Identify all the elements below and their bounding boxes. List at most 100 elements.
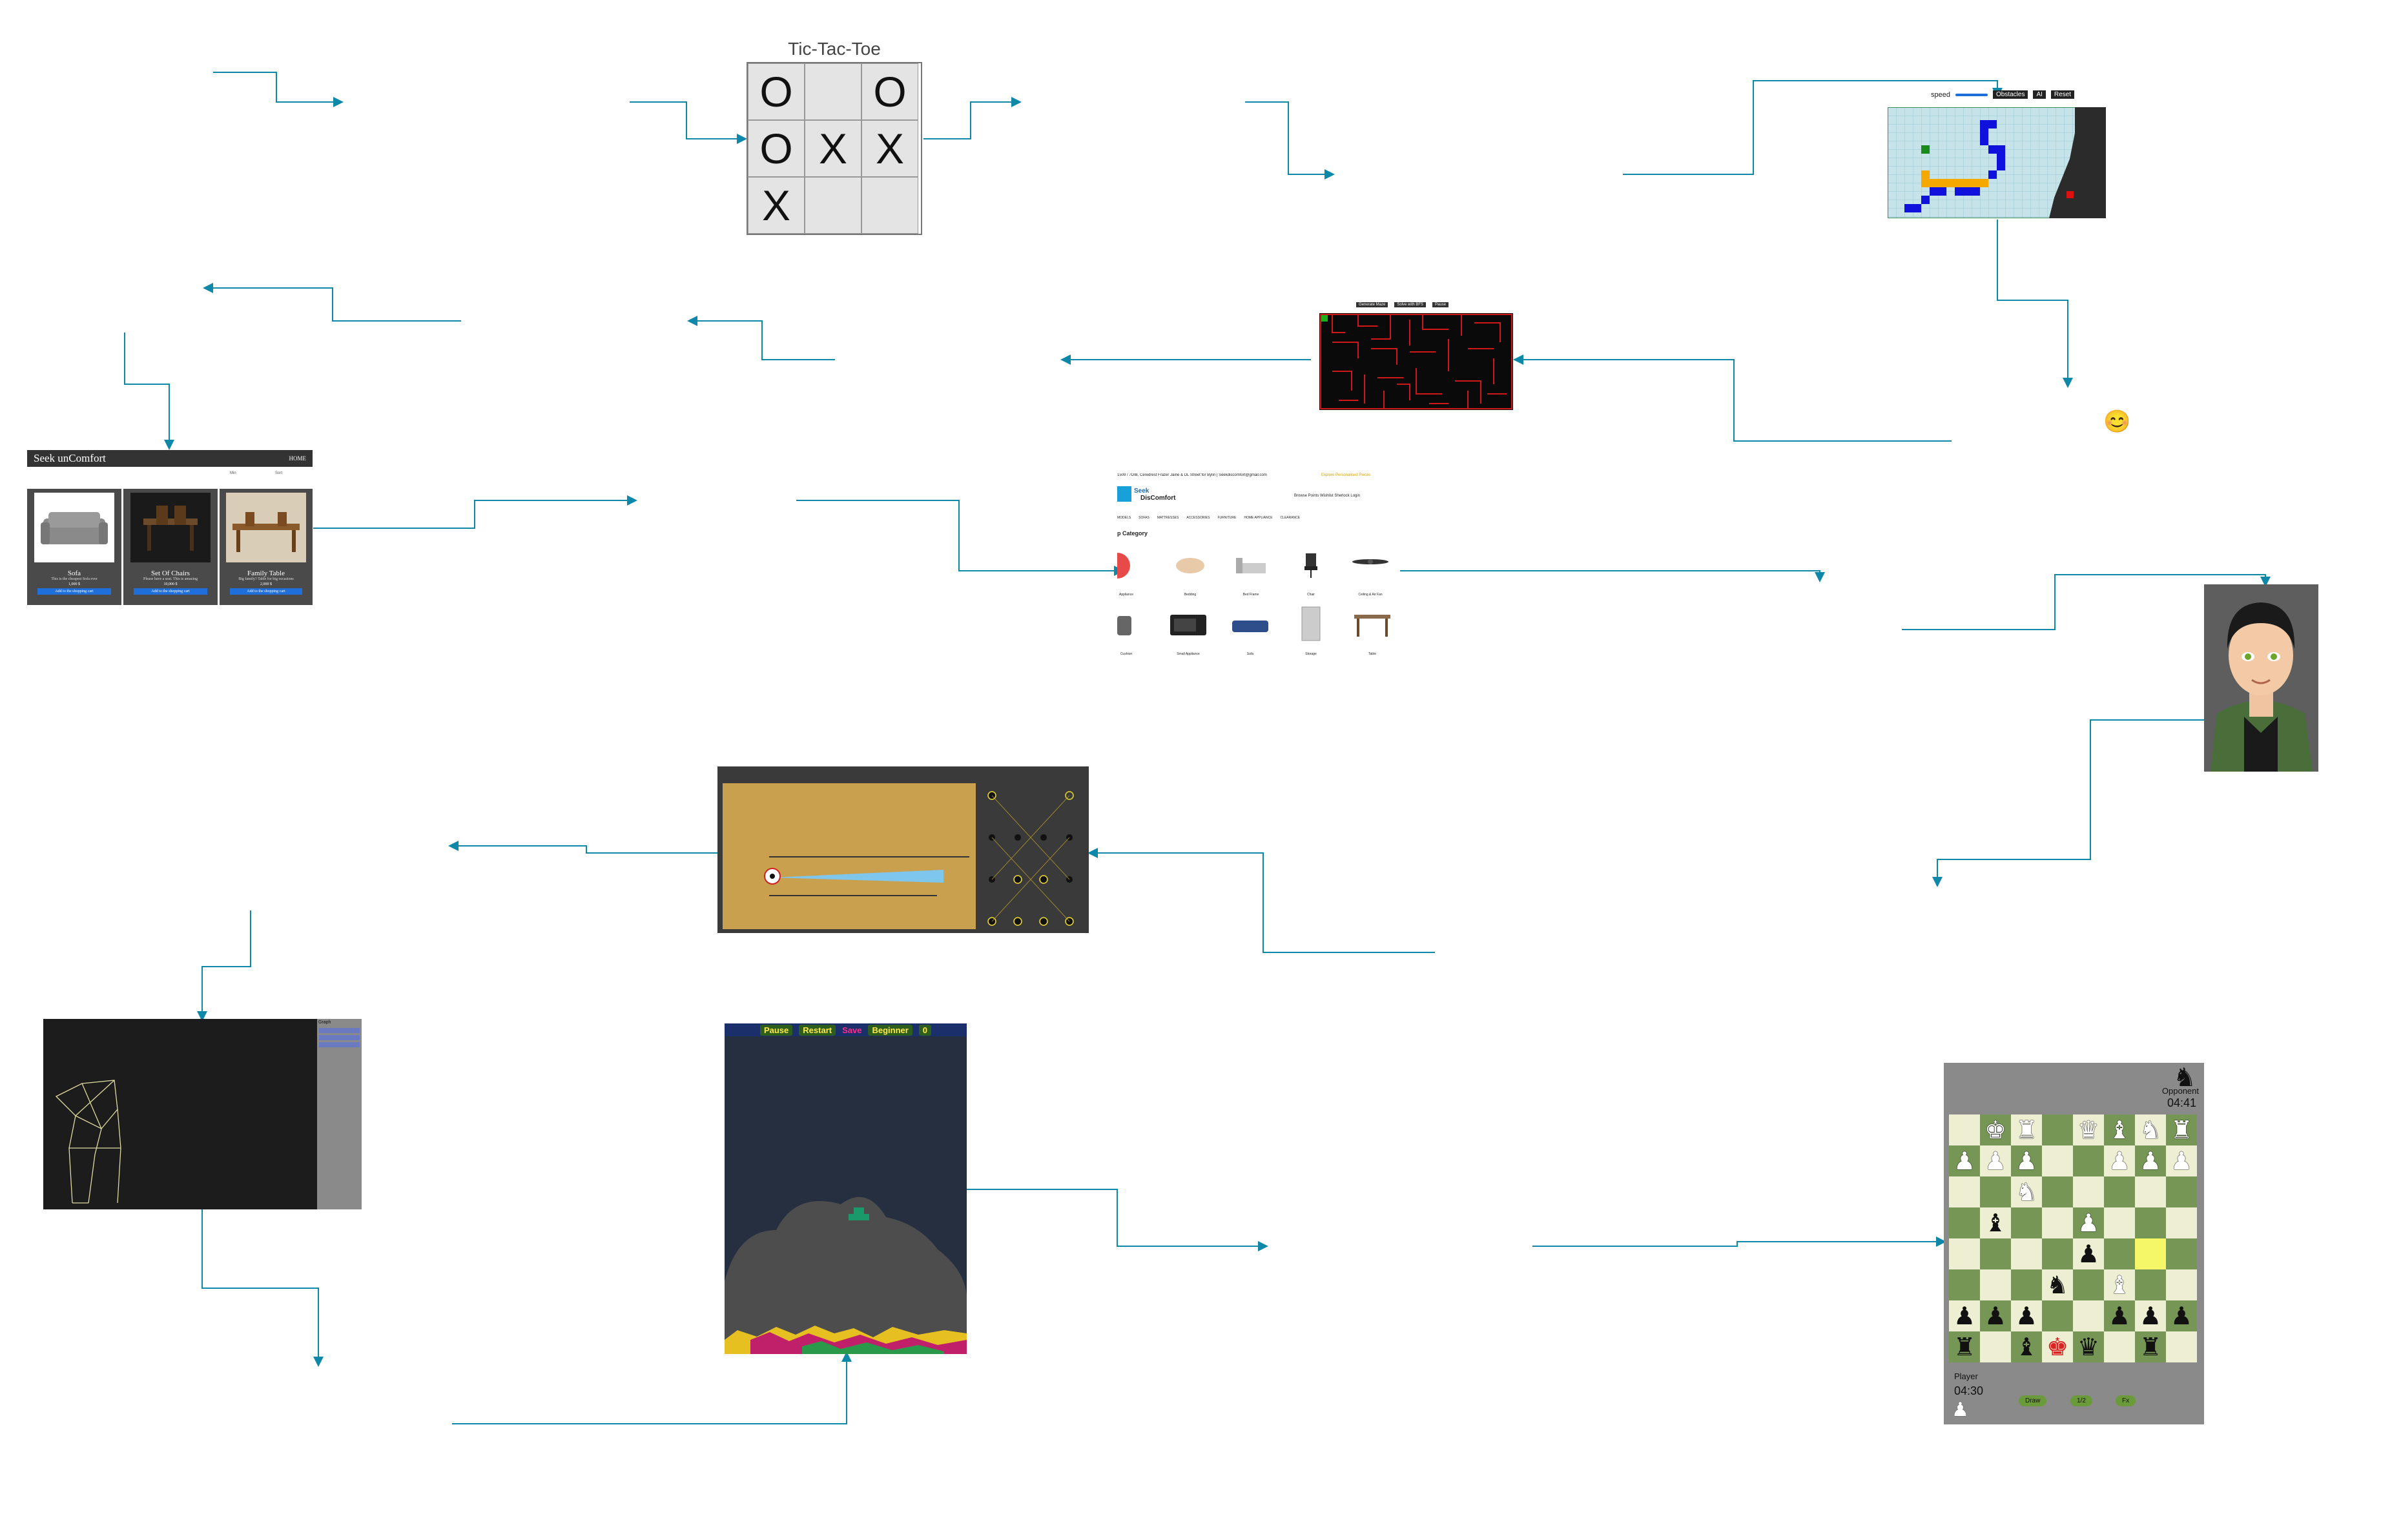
chess-square[interactable]: ♟ <box>2135 1145 2166 1176</box>
chess-piece[interactable]: ♟ <box>2015 1147 2038 1175</box>
chess-piece[interactable]: ♜ <box>2139 1333 2162 1361</box>
chess-square[interactable] <box>1949 1176 1980 1207</box>
sofa-category-icon[interactable] <box>1231 615 1270 635</box>
chess-square[interactable] <box>2166 1207 2197 1238</box>
menu-item[interactable]: MODELS <box>1117 516 1131 520</box>
pause-button[interactable]: Pause <box>1432 302 1449 307</box>
chess-piece[interactable]: ♟ <box>2139 1147 2162 1175</box>
search-label[interactable]: Min <box>230 471 236 475</box>
chess-square[interactable]: ♝ <box>1980 1207 2011 1238</box>
chess-square[interactable] <box>2104 1331 2135 1362</box>
chess-piece[interactable]: ♜ <box>2170 1116 2193 1144</box>
chess-square[interactable] <box>2166 1238 2197 1269</box>
chess-piece[interactable]: ♟ <box>1984 1302 2007 1330</box>
chess-piece[interactable]: ♟ <box>1953 1302 1976 1330</box>
chess-piece[interactable]: ♟ <box>2170 1147 2193 1175</box>
bedframe-category-icon[interactable] <box>1235 554 1267 577</box>
tictactoe-cell[interactable]: O <box>748 63 805 120</box>
chess-piece[interactable]: ♝ <box>2108 1271 2131 1299</box>
chess-square[interactable]: ♞ <box>2135 1114 2166 1145</box>
difficulty-select[interactable]: Beginner <box>868 1024 912 1036</box>
chess-square[interactable] <box>1949 1207 1980 1238</box>
chess-piece[interactable]: ♝ <box>2108 1116 2131 1144</box>
chess-piece[interactable]: ♜ <box>1953 1333 1976 1361</box>
chess-piece[interactable]: ♛ <box>2077 1116 2100 1144</box>
solve-button[interactable]: Solve with BFS <box>1394 302 1427 307</box>
tictactoe-cell[interactable]: X <box>748 177 805 234</box>
promo-link[interactable]: Explore Personalised Pieces <box>1321 473 1371 477</box>
chess-piece[interactable]: ♝ <box>1984 1209 2007 1237</box>
tetris-board[interactable] <box>725 1036 967 1354</box>
draw-button[interactable]: Draw <box>2019 1395 2047 1406</box>
chess-square[interactable] <box>2166 1331 2197 1362</box>
chess-square[interactable] <box>2135 1269 2166 1300</box>
chess-square[interactable] <box>2135 1176 2166 1207</box>
menu-item[interactable]: MATTRESSES <box>1157 516 1179 520</box>
snake-board[interactable] <box>1888 107 2106 218</box>
pause-button[interactable]: Pause <box>759 1024 793 1036</box>
fan-category-icon[interactable] <box>1351 554 1390 573</box>
chess-square[interactable] <box>2166 1269 2197 1300</box>
chess-square[interactable]: ♟ <box>2166 1300 2197 1331</box>
chess-piece[interactable]: ♟ <box>1953 1147 1976 1175</box>
menu-item[interactable]: SOFAS <box>1139 516 1149 520</box>
chess-square[interactable]: ♜ <box>2166 1114 2197 1145</box>
chess-square[interactable] <box>2042 1207 2073 1238</box>
chess-square[interactable] <box>1980 1176 2011 1207</box>
storage-category-icon[interactable] <box>1298 606 1324 642</box>
chair-category-icon[interactable] <box>1299 551 1323 580</box>
tictactoe-cell[interactable]: O <box>861 63 918 120</box>
account-links[interactable]: Browse Points Wishlist Sherlock Login <box>1294 494 1361 498</box>
chess-square[interactable] <box>1980 1269 2011 1300</box>
ai-button[interactable]: AI <box>2033 90 2046 99</box>
chess-square[interactable] <box>1980 1331 2011 1362</box>
reset-button[interactable]: Reset <box>2050 90 2075 99</box>
graph-control[interactable] <box>319 1042 360 1047</box>
chess-piece[interactable]: ♞ <box>2046 1271 2069 1299</box>
cushion-category-icon[interactable] <box>1117 612 1137 638</box>
chess-piece[interactable]: ♞ <box>2015 1178 2038 1206</box>
chess-piece[interactable]: ♟ <box>1984 1147 2007 1175</box>
chess-square[interactable] <box>1949 1114 1980 1145</box>
chess-square[interactable]: ♟ <box>2011 1300 2042 1331</box>
chess-square[interactable] <box>2042 1300 2073 1331</box>
chess-square[interactable]: ♟ <box>1949 1300 1980 1331</box>
tictactoe-cell[interactable]: X <box>861 120 918 177</box>
chess-square[interactable] <box>2104 1238 2135 1269</box>
chess-square[interactable]: ♜ <box>2135 1331 2166 1362</box>
chess-square[interactable] <box>2073 1300 2104 1331</box>
tictactoe-cell[interactable] <box>805 63 861 120</box>
chess-square[interactable] <box>1980 1238 2011 1269</box>
add-to-cart-button[interactable]: Add to the shopping cart <box>230 588 302 595</box>
restart-button[interactable]: Restart <box>799 1024 836 1036</box>
chess-square[interactable] <box>1949 1238 1980 1269</box>
maze-board[interactable] <box>1319 313 1513 410</box>
generate-maze-button[interactable]: Generate Maze <box>1356 302 1388 307</box>
add-to-cart-button[interactable]: Add to the shopping cart <box>134 588 207 595</box>
chess-square[interactable]: ♟ <box>1949 1145 1980 1176</box>
chess-piece[interactable]: ♝ <box>2015 1333 2038 1361</box>
chess-square[interactable]: ♝ <box>2104 1269 2135 1300</box>
chess-square[interactable] <box>2135 1207 2166 1238</box>
chess-square[interactable] <box>2104 1176 2135 1207</box>
chess-piece[interactable]: ♛ <box>2077 1333 2100 1361</box>
chess-square[interactable]: ♜ <box>2011 1114 2042 1145</box>
chess-square[interactable]: ♞ <box>2042 1269 2073 1300</box>
chess-square[interactable]: ♟ <box>2011 1145 2042 1176</box>
chess-square[interactable]: ♟ <box>2073 1207 2104 1238</box>
chess-piece[interactable]: ♚ <box>2046 1333 2069 1361</box>
save-button[interactable]: Save <box>842 1025 862 1035</box>
tictactoe-cell[interactable] <box>805 177 861 234</box>
small-appliance-category-icon[interactable] <box>1169 612 1208 638</box>
menu-item[interactable]: CLEARANCE <box>1280 516 1301 520</box>
add-to-cart-button[interactable]: Add to the shopping cart <box>37 588 111 595</box>
chess-square[interactable] <box>2073 1269 2104 1300</box>
chess-square[interactable]: ♚ <box>2042 1331 2073 1362</box>
chess-square[interactable]: ♟ <box>1980 1145 2011 1176</box>
menu-item[interactable]: ACCESSORIES <box>1186 516 1210 520</box>
nav-home-link[interactable]: HOME <box>289 455 307 462</box>
chess-piece[interactable]: ♚ <box>1984 1116 2007 1144</box>
chess-square[interactable]: ♟ <box>2104 1145 2135 1176</box>
sort-label[interactable]: Sort <box>275 471 283 475</box>
chess-square[interactable]: ♝ <box>2011 1331 2042 1362</box>
